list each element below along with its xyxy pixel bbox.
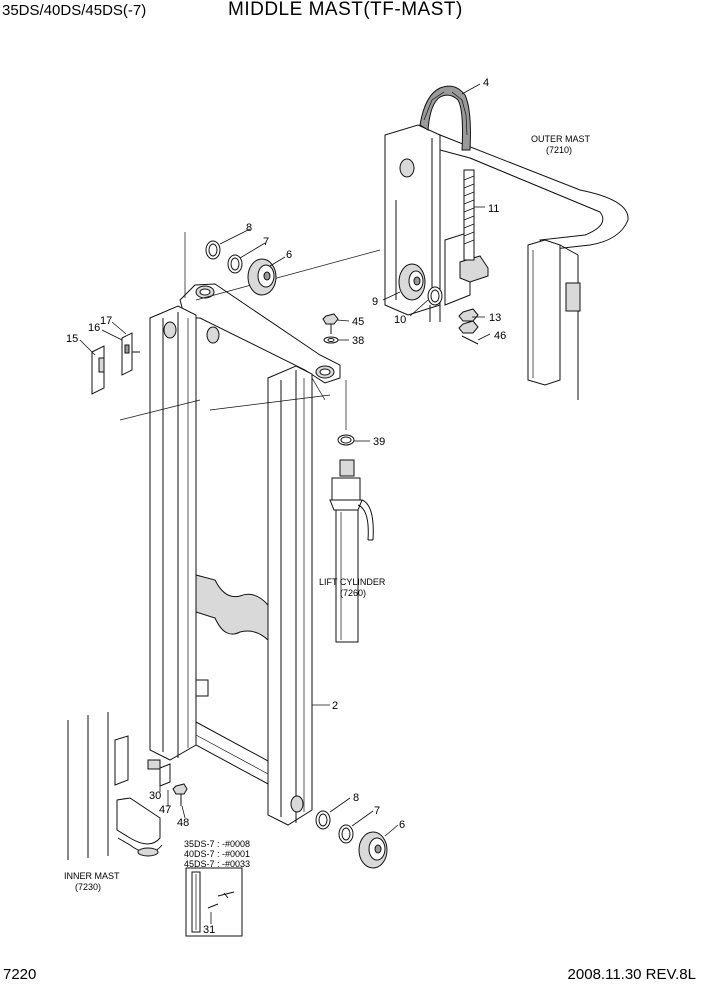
callout-13: 13 [489,312,501,324]
callout-48: 48 [177,817,189,829]
inner-mast-drawing [67,712,163,860]
sheave-bushing [427,286,443,306]
page-code: 7220 [3,966,37,983]
serial-note-line-1: 35DS-7 : -#0008 [184,839,250,849]
callout-15: 15 [66,333,78,345]
page-title: MIDDLE MAST(TF-MAST) [228,0,463,20]
callout-30: 30 [149,790,161,802]
upper-roller-set [205,240,277,296]
callout-45: 45 [352,316,364,328]
leader-lines [79,83,491,924]
chain-sheave [398,263,426,301]
serial-note-line-3: 45DS-7 : -#0033 [184,859,250,869]
callout-2: 2 [332,700,338,712]
callout-47: 47 [159,804,171,816]
callout-7-bottom: 7 [374,805,380,817]
lift-chain [419,85,471,151]
callout-7-top: 7 [263,236,269,248]
cylinder-bolt-washer [322,313,339,344]
serial-inset-box [185,867,243,937]
outer-mast-drawing [384,124,629,400]
lift-cylinder-drawing [329,380,374,643]
middle-mast-drawing [119,232,381,826]
serial-note-line-2: 40DS-7 : -#0001 [184,849,250,859]
component-labels: OUTER MAST (7210) LIFT CYLINDER (7260) I… [64,134,591,892]
part-callouts: 4 11 8 7 6 9 10 13 46 45 38 39 2 8 7 6 1… [66,77,506,936]
chain-anchor-bolt [463,169,475,261]
callout-17: 17 [100,315,112,327]
lift-cylinder-label: LIFT CYLINDER [319,577,386,587]
callout-31: 31 [203,924,215,936]
callout-6-bottom: 6 [399,819,405,831]
outer-mast-label: OUTER MAST [531,134,591,144]
lift-cylinder-ref: (7260) [340,588,366,598]
callout-11: 11 [488,203,499,215]
inner-mast-ref: (7230) [75,882,101,892]
lower-roller-set [315,810,388,869]
callout-6-top: 6 [286,249,292,261]
inner-mast-label: INNER MAST [64,871,120,881]
callout-39: 39 [373,436,385,448]
callout-38: 38 [352,335,364,347]
callout-10: 10 [394,314,406,326]
callout-8-bottom: 8 [353,792,359,804]
callout-16: 16 [88,322,100,334]
callout-46: 46 [494,330,506,342]
model-header: 35DS/40DS/45DS(-7) [2,2,147,19]
callout-4: 4 [483,77,489,89]
callout-8-top: 8 [246,222,252,234]
anchor-nuts [458,308,479,345]
outer-mast-ref: (7210) [546,145,572,155]
callout-9: 9 [372,296,378,308]
date-revision: 2008.11.30 REV.8L [567,966,696,983]
wear-pads [91,332,140,395]
